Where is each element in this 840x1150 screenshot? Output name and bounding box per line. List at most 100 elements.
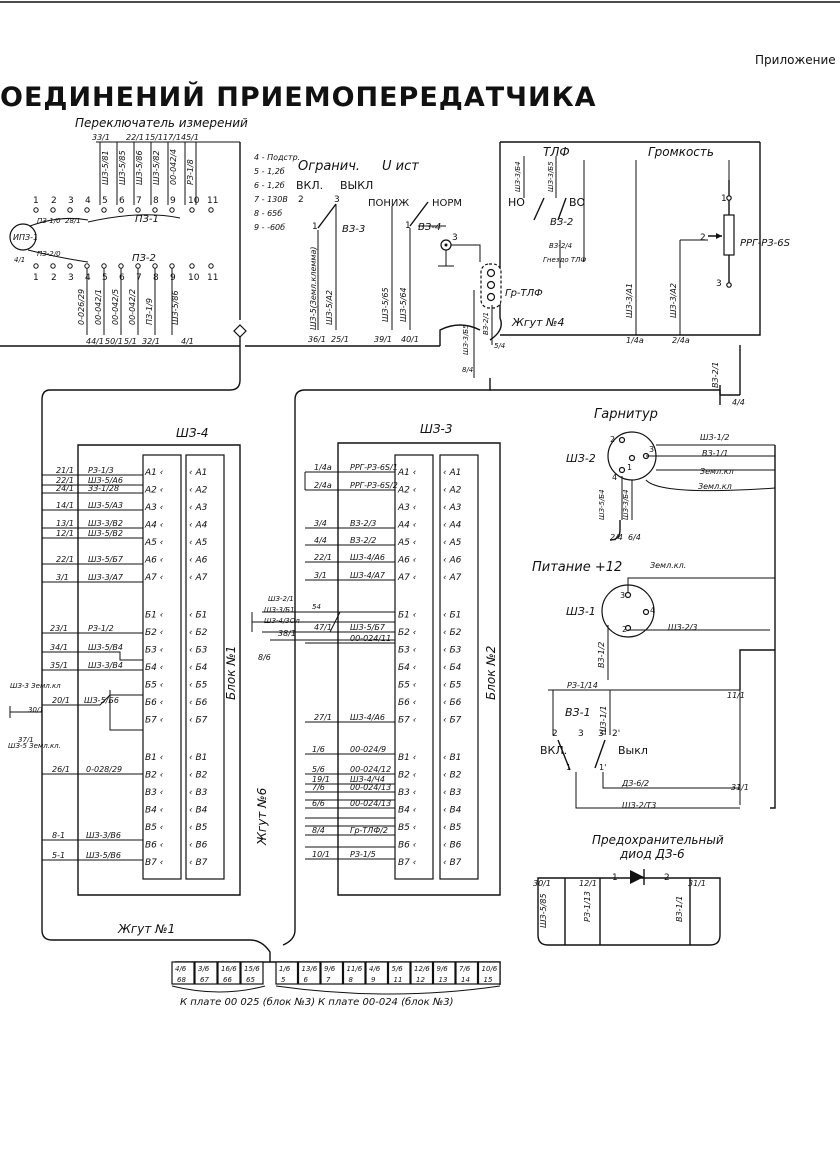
u-source-title: U ист <box>382 159 419 174</box>
u-source-low: ПОНИЖ <box>368 198 409 209</box>
p32-wire-5: ПЗ-1/9 <box>145 298 154 325</box>
sh4-pin-r-В4: ‹ В4 <box>189 806 208 816</box>
coax-wires <box>418 225 481 267</box>
tlf-switch-levers <box>533 197 567 221</box>
sh3-row-9-wire: 27/1 <box>314 713 332 722</box>
g2-terminal-6 <box>410 961 434 985</box>
power-connector-label: ШЗ-1 <box>566 605 596 618</box>
g2-terminal-top-0: 1/6 <box>279 965 291 973</box>
jack-down-wires <box>473 290 493 378</box>
sh3-row-15-wire: 8/4 <box>312 826 325 835</box>
svg-text:4: 4 <box>612 473 617 482</box>
sh3-pin-l-В7: В7 ‹ <box>398 858 417 868</box>
svg-text:1: 1 <box>566 763 571 772</box>
sh4-pin-l-Б7: Б7 ‹ <box>145 716 164 726</box>
jack-wire-4: 8/4 <box>462 366 473 374</box>
svg-text:2: 2 <box>51 196 57 206</box>
harness4-label: Жгут №4 <box>511 316 564 329</box>
sh4-jumper <box>109 690 143 731</box>
sh4-pin-r-В1: ‹ В1 <box>189 753 207 763</box>
sh4-pin-r-Б2: ‹ Б2 <box>189 628 208 638</box>
sh4-row-10-dest: ШЗ-5/В4 <box>88 643 123 652</box>
diode-wire-3: ШЗ-5/85 <box>539 893 548 928</box>
sh4-row-9-wire: 23/1 <box>50 624 68 633</box>
page-title: ОЕДИНЕНИЙ ПРИЕМОПЕРЕДАТЧИКА <box>0 81 597 113</box>
sh3-plug-right <box>439 454 479 880</box>
svg-text:10: 10 <box>188 196 200 206</box>
sh4-pin-l-А7: А7 ‹ <box>144 573 164 583</box>
diode-title-1: Предохранительный <box>592 833 724 847</box>
sh4-pin-r-А1: ‹ А1 <box>189 468 207 478</box>
sh4-row-15-dest: ШЗ-5/В6 <box>86 851 121 860</box>
mid-ext-5: 38/1 <box>278 629 296 638</box>
limiter-pin1: 1 <box>312 222 318 232</box>
headset-section: Гарнитур 23 14 ШЗ-2 ШЗ-1/2 ВЗ-1/1 Земл.к… <box>566 407 776 630</box>
sh3-pin-r-А1: ‹ А1 <box>443 468 461 478</box>
sh4-row-1-dest: РЗ-1/3 <box>88 466 114 475</box>
g1-terminal-top-3: 15/6 <box>244 965 260 973</box>
g1-terminal-1 <box>194 961 218 985</box>
limiter-wire-1: ШЗ-5(Земл.клемма) <box>309 247 318 330</box>
p32-label: ПЗ-2 <box>132 253 156 264</box>
g2-terminal-5 <box>387 961 411 985</box>
sh4-pin-l-В6: В6 ‹ <box>145 841 164 851</box>
sh4-pin-r-Б6: ‹ Б6 <box>189 698 208 708</box>
diode-wire-6: 31/1 <box>688 879 706 888</box>
g1-terminal-top-1: 3/6 <box>198 965 210 973</box>
svg-text:2: 2 <box>552 729 558 739</box>
harness1-left <box>41 337 271 962</box>
p31-label: ПЗ-1 <box>135 214 159 225</box>
diode-verticals <box>564 878 691 945</box>
mid-ext-2: ШЗ-3/Б1 <box>264 606 295 614</box>
volume-wire-3: 1/4а <box>626 336 644 345</box>
headset-wire-5: ШЗ-5/Б4 <box>598 489 606 520</box>
volume-pin2: 2 <box>700 233 706 243</box>
ip-wire-2: 28/1 <box>65 217 81 225</box>
diode-wire-5: ВЗ-1/1 <box>675 896 684 922</box>
v31-off: Выкл <box>618 744 648 757</box>
sh4-row-3-dest: ЗЗ-1/28 <box>88 484 119 493</box>
legend-line-4: 7 - 130В <box>254 195 288 204</box>
sh4-pin-r-А6: ‹ А6 <box>189 556 208 566</box>
sh4-row-8-dest: ШЗ-3/А7 <box>88 573 124 582</box>
sh4-row-14-wire: 8-1 <box>52 831 65 840</box>
volume-wires <box>635 160 730 335</box>
sh4-pin-r-В3: ‹ В3 <box>189 788 208 798</box>
sh4-row-6-dest: ШЗ-5/В2 <box>88 529 123 538</box>
power-wire-2: ВЗ-1/2 <box>597 642 606 668</box>
sh4-row-12-wire: 20/1 <box>52 696 70 705</box>
bottom-wire-5: 4/1 <box>181 337 194 346</box>
sh3-row-7-wire: 47/1 <box>314 623 332 632</box>
terminal-group-2: 1/6513/669/6711/684/695/61112/6129/6137/… <box>275 961 501 985</box>
g1-terminal-2 <box>217 961 241 985</box>
diode-symbol <box>630 870 644 884</box>
svg-text:1: 1 <box>33 196 39 206</box>
g2-terminal-0 <box>275 961 299 985</box>
g2-terminal-top-6: 12/6 <box>414 965 430 973</box>
g2-terminal-bot-4: 9 <box>371 976 376 984</box>
power-section: Питание +12 Земл.кл. 342 ШЗ-1 ВЗ-1/2 ШЗ-… <box>532 560 775 680</box>
limiter-on: ВКЛ. <box>296 179 323 192</box>
sh3-row-14-dest: 00-024/13 <box>350 799 391 808</box>
sh4-pin-l-А1: А1 ‹ <box>144 468 164 478</box>
sh4-row-13-wire: 26/1 <box>52 765 70 774</box>
svg-text:3: 3 <box>578 729 584 739</box>
svg-text:11: 11 <box>207 273 218 283</box>
volume-resistor-label: РРГ-РЗ-6S <box>740 238 791 249</box>
headset-wire-8: 6/4 <box>628 533 641 542</box>
svg-text:5: 5 <box>102 196 108 206</box>
g1-terminal-bot-1: 67 <box>200 976 209 984</box>
sh4-pin-r-А3: ‹ А3 <box>189 503 208 513</box>
svg-text:9: 9 <box>170 273 176 283</box>
sh4-pin-r-Б4: ‹ Б4 <box>189 663 208 673</box>
block2-label: Блок №2 <box>484 646 498 700</box>
p31-wire-2: ШЗ-5/85 <box>118 150 127 185</box>
svg-text:1: 1 <box>627 463 632 472</box>
top-wire-1: 33/1 <box>92 133 110 142</box>
headset-wire-4: Земл.кл <box>698 482 732 491</box>
